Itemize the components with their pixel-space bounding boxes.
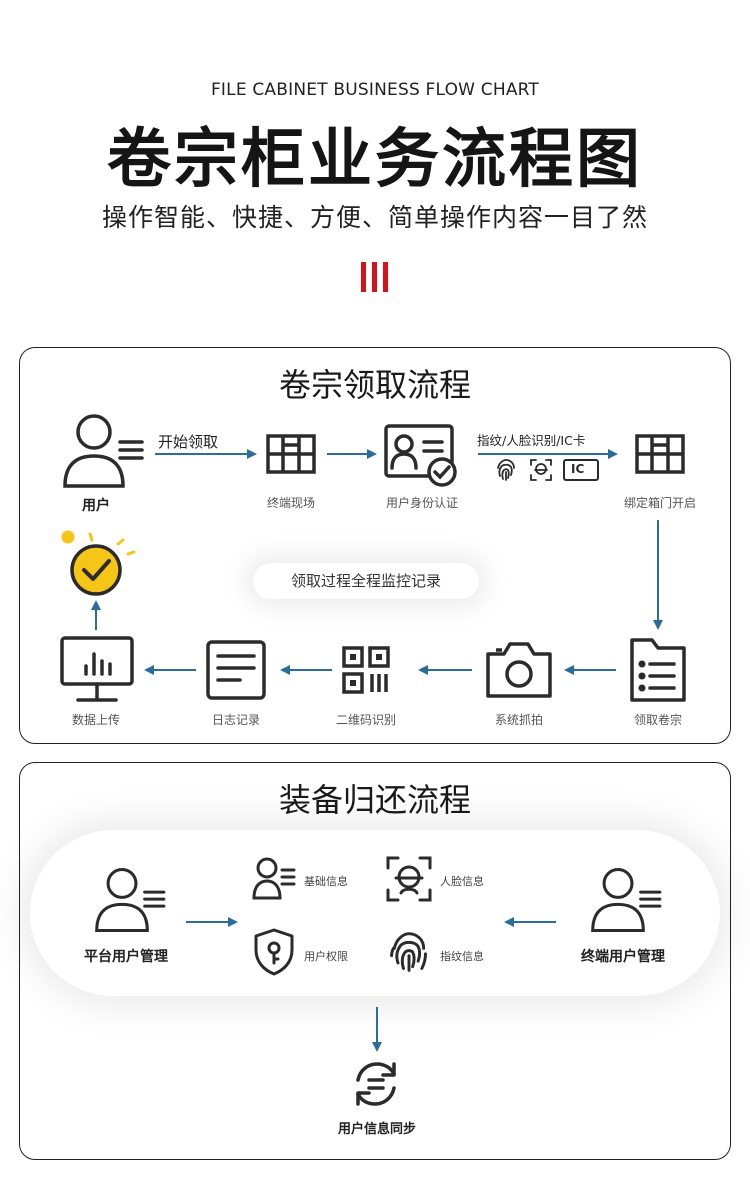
data-upload-monitor-icon: [60, 636, 134, 702]
sync-icon: [356, 1062, 396, 1106]
subtitle-english: FILE CABINET BUSINESS FLOW CHART: [210, 80, 540, 100]
platform-user-icon: [95, 867, 166, 933]
monitor-record-note: 领取过程全程监控记录: [253, 563, 479, 599]
terminal-user-mgmt-label: 终端用户管理: [581, 949, 665, 965]
log-record-label: 日志记录: [211, 713, 260, 727]
file-folder-icon: [630, 638, 686, 702]
terminal-user-icon: [591, 867, 662, 933]
terminal-grid-icon: [266, 434, 316, 474]
completed-check-icon: [61, 530, 136, 596]
qr-code-icon: [342, 646, 390, 694]
user-permission-label: 用户权限: [304, 950, 348, 963]
return-flow-title: 装备归还流程: [278, 781, 471, 819]
system-capture-label: 系统抓拍: [494, 713, 543, 727]
qr-scan-label: 二维码识别: [335, 713, 396, 727]
cabinet-door-grid-icon: [635, 434, 685, 474]
retrieval-flow-title: 卷宗领取流程: [278, 366, 471, 404]
identity-auth-label: 用户身份认证: [385, 496, 458, 510]
face-scan-icon: [530, 459, 552, 481]
fingerprint-icon: [497, 459, 515, 481]
log-record-icon: [206, 640, 266, 700]
basic-info-icon: [252, 857, 296, 900]
data-upload-label: 数据上传: [71, 713, 120, 727]
user-label: 用户: [82, 498, 110, 514]
bind-door-open-label: 绑定箱门开启: [623, 496, 696, 510]
user-icon: [63, 414, 144, 488]
face-info-icon: [386, 856, 432, 902]
retrieval-flow-panel: 卷宗领取流程: [19, 347, 731, 744]
camera-icon: [486, 642, 552, 698]
id-card-check-icon: [384, 424, 457, 487]
basic-info-label: 基础信息: [304, 875, 348, 888]
ic-card-icon: [563, 459, 599, 481]
fingerprint-info-label: 指纹信息: [440, 950, 484, 963]
platform-user-mgmt-label: 平台用户管理: [84, 949, 168, 965]
ic-card-text: IC: [571, 462, 585, 476]
start-retrieve-label: 开始领取: [158, 433, 219, 451]
tagline: 操作智能、快捷、方便、简单操作内容一目了然: [101, 203, 648, 232]
fingerprint-info-icon: [390, 932, 427, 972]
red-bars-decoration: [359, 262, 391, 292]
face-info-label: 人脸信息: [440, 875, 484, 888]
terminal-site-label: 终端现场: [266, 496, 315, 510]
user-info-sync-label: 用户信息同步: [337, 1122, 416, 1137]
page-title: 卷宗柜业务流程图: [107, 123, 643, 197]
shield-key-icon: [254, 928, 294, 976]
auth-methods-label: 指纹/人脸识别/IC卡: [477, 433, 586, 448]
take-file-label: 领取卷宗: [633, 713, 682, 727]
